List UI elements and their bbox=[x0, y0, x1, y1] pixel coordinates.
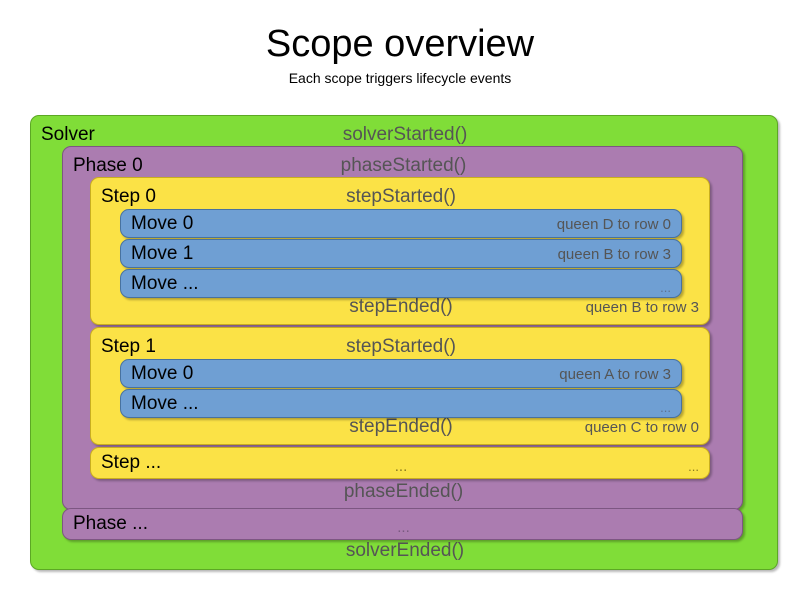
move-scope-label-0-1-0: Move 0 bbox=[131, 363, 194, 384]
phase-started-event-0: phaseStarted() bbox=[340, 155, 467, 176]
step-scope-label-0-2: Step ... bbox=[101, 452, 162, 473]
solver-scope-label: Solver bbox=[41, 124, 95, 145]
phase-scope-label-0: Phase 0 bbox=[73, 155, 143, 176]
step-ended-event-0-0: stepEnded() bbox=[349, 296, 453, 317]
move-detail-0-0-2: ... bbox=[660, 280, 671, 295]
page-title: Scope overview bbox=[265, 23, 535, 65]
phase-scope-box-1[interactable]: Phase ... ... bbox=[62, 508, 743, 540]
step-started-event-0-2: ... bbox=[394, 458, 408, 475]
move-scope-label-0-0-1: Move 1 bbox=[131, 243, 194, 264]
move-scope-box-0-1-0[interactable]: Move 0 queen A to row 3 bbox=[120, 359, 682, 388]
move-scope-box-0-1-1[interactable]: Move ... ... bbox=[120, 389, 682, 418]
step-started-event-0-1: stepStarted() bbox=[346, 336, 456, 357]
move-scope-box-0-0-0[interactable]: Move 0 queen D to row 0 bbox=[120, 209, 682, 238]
move-detail-0-1-0: queen A to row 3 bbox=[559, 366, 671, 383]
step-ended-detail-0-1: queen C to row 0 bbox=[584, 419, 699, 436]
move-detail-0-0-1: queen B to row 3 bbox=[557, 246, 671, 263]
move-scope-box-0-0-2[interactable]: Move ... ... bbox=[120, 269, 682, 298]
step-started-event-0-0: stepStarted() bbox=[346, 186, 456, 207]
step-ended-detail-0-0: queen B to row 3 bbox=[585, 299, 699, 316]
phase-ended-event-0: phaseEnded() bbox=[343, 481, 464, 502]
page-subtitle: Each scope triggers lifecycle events bbox=[288, 70, 512, 86]
page-heading: Scope overview Each scope triggers lifec… bbox=[0, 22, 800, 87]
step-scope-label-0-0: Step 0 bbox=[101, 186, 156, 207]
step-scope-label-0-1: Step 1 bbox=[101, 336, 156, 357]
step-ended-detail-0-2: ... bbox=[688, 459, 699, 474]
move-scope-box-0-0-1[interactable]: Move 1 queen B to row 3 bbox=[120, 239, 682, 268]
move-scope-label-0-0-0: Move 0 bbox=[131, 213, 194, 234]
solver-started-event: solverStarted() bbox=[342, 124, 468, 145]
step-ended-event-0-1: stepEnded() bbox=[349, 416, 453, 437]
move-scope-label-0-0-2: Move ... bbox=[131, 273, 199, 294]
move-scope-label-0-1-1: Move ... bbox=[131, 393, 199, 414]
solver-ended-event: solverEnded() bbox=[345, 540, 465, 561]
phase-started-event-1: ... bbox=[397, 519, 410, 536]
move-detail-0-0-0: queen D to row 0 bbox=[556, 216, 671, 233]
step-scope-box-0-2[interactable]: Step ... ... ... bbox=[90, 447, 710, 479]
move-detail-0-1-1: ... bbox=[660, 400, 671, 415]
phase-scope-label-1: Phase ... bbox=[73, 513, 148, 534]
